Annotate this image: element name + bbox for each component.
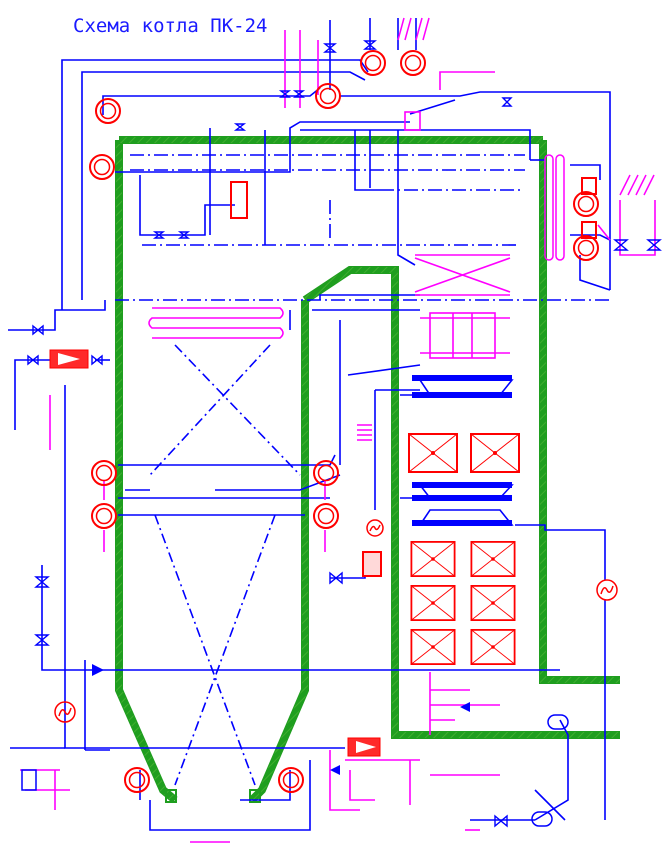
boiler-shell (115, 136, 620, 804)
check-valve (460, 702, 470, 712)
economiser-coils (412, 375, 512, 526)
diagram-title: Схема котла ПК-24 (73, 15, 267, 37)
left-drain-tank (21, 769, 37, 791)
valves (27, 40, 662, 828)
steam-separators (397, 17, 655, 261)
check-valve (330, 765, 340, 775)
drain-tank (531, 811, 553, 827)
heating-surfaces (20, 30, 656, 843)
flow-meters (54, 519, 618, 723)
check-valve (92, 664, 104, 676)
blowdown-tank (547, 714, 569, 730)
heat-exchangers (49, 177, 597, 757)
air-heater-panels (408, 432, 520, 665)
water-steam-piping (8, 18, 611, 831)
headers-drums (89, 50, 599, 793)
